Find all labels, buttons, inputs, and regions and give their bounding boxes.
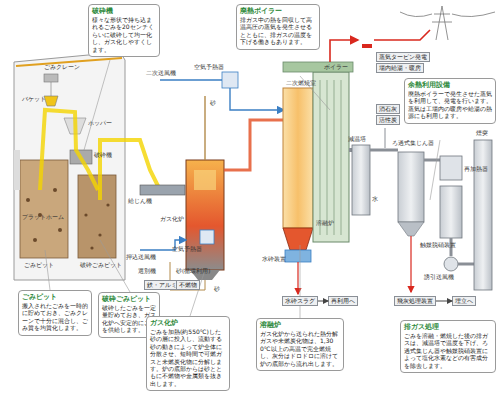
box-label: 消石灰 bbox=[379, 106, 397, 112]
callout-body: ごみを溶融・燃焼した後の排ガスは、減温塔で温度を下げ、ろ過式集じん器や触媒脱硝装… bbox=[404, 332, 492, 369]
callout-heading: 排ガス処理 bbox=[404, 323, 492, 332]
box-label: 活性炭 bbox=[379, 117, 397, 123]
tag-box: 飛灰処理装置 bbox=[394, 296, 436, 306]
tag-box: 鉄・アルミ bbox=[144, 280, 180, 290]
part-label: 煙突 bbox=[476, 130, 488, 137]
part-label: 給じん機 bbox=[128, 198, 152, 205]
part-label: 選別機 bbox=[138, 268, 156, 275]
part-label: 砂 bbox=[210, 100, 216, 107]
tag-box: 場内給湯・暖房 bbox=[376, 63, 424, 73]
part-label: 空気予熱器 bbox=[194, 64, 224, 71]
flow-arrow bbox=[318, 301, 328, 302]
callout-heading: 破砕機 bbox=[92, 7, 156, 16]
callout-body: 搬入されたごみを一時的に貯めておき、ごみクレーンで十分に混合し、ごみ質を均質化し… bbox=[22, 302, 88, 332]
callout-heading: 破砕ごみピット bbox=[102, 295, 156, 304]
part-label: 砂 bbox=[214, 286, 220, 293]
box-label: 場内給湯・暖房 bbox=[379, 65, 421, 71]
tag-box: 消石灰 bbox=[376, 104, 400, 114]
part-label: 触媒脱硝装置 bbox=[420, 242, 456, 249]
callout-box: 破砕機様々な形状で持ち込まれるごみを20センチくらいに破砕して均一化し、ガス化し… bbox=[88, 4, 160, 57]
tag-box: 埋立へ bbox=[452, 296, 476, 306]
part-label: 砂(循環利用) bbox=[176, 268, 210, 275]
callout-box: ガス化炉ごみを加熱(約550℃)した砂の層に投入し、流動する砂の動きによって炉全… bbox=[146, 316, 230, 391]
tag-box: 水砕スラグ bbox=[282, 296, 318, 306]
part-label: 再加熱器 bbox=[464, 166, 488, 173]
tag-box: 不燃物 bbox=[176, 280, 200, 290]
part-label: 溶融炉 bbox=[316, 220, 334, 227]
callout-body: 様々な形状で持ち込まれるごみを20センチくらいに破砕して均一化し、ガス化しやすく… bbox=[92, 16, 156, 53]
callout-body: 排ガス中の熱を回収して高温高圧の蒸気を発生させるとともに、排ガスの温度を下げる働… bbox=[240, 16, 316, 46]
box-label: 不燃物 bbox=[179, 282, 197, 288]
part-label: 二次燃焼室 bbox=[286, 80, 316, 87]
callout-heading: 溶融炉 bbox=[260, 321, 340, 330]
part-label: 誘引送風機 bbox=[424, 274, 454, 281]
part-label: 水 bbox=[372, 196, 378, 203]
callout-body: 廃熱ボイラーで発生させた蒸気を利用して、発電を行います。蒸気は工場内の暖房や給湯… bbox=[408, 90, 492, 120]
part-label: プラットホーム bbox=[22, 214, 64, 221]
part-label: 押込送風機 bbox=[126, 254, 156, 261]
part-label: ごみピット bbox=[24, 262, 54, 269]
box-label: 飛灰処理装置 bbox=[397, 298, 433, 304]
box-label: 水砕スラグ bbox=[285, 298, 315, 304]
part-label: ガス化炉 bbox=[160, 216, 184, 223]
flow-arrow bbox=[436, 301, 452, 302]
part-label: ごみクレーン bbox=[44, 64, 80, 71]
callout-heading: ごみピット bbox=[22, 293, 88, 302]
box-label: 埋立へ bbox=[455, 298, 473, 304]
tag-box: 蒸気タービン発電 bbox=[376, 52, 430, 62]
section-label: 余熱利用 bbox=[362, 44, 372, 48]
callout-heading: 廃熱ボイラー bbox=[240, 7, 316, 16]
box-label: 再利用へ bbox=[331, 298, 355, 304]
callout-box: 溶融炉ガス化炉から送られた熱分解ガスや未燃炭化物は、1,300℃以上の高温で完全… bbox=[256, 318, 344, 371]
part-label: 減温塔 bbox=[348, 136, 366, 143]
part-label: 破砕機 bbox=[94, 152, 112, 159]
box-label: 蒸気タービン発電 bbox=[379, 54, 427, 60]
callout-heading: ガス化炉 bbox=[150, 319, 226, 328]
part-label: バケット bbox=[22, 96, 46, 103]
part-label: 破砕ごみピット bbox=[80, 262, 122, 269]
callout-body: ごみを加熱(約550℃)した砂の層に投入し、流動する砂の動きによって炉全体に分散… bbox=[150, 328, 226, 387]
callout-box: 余熱利用設備廃熱ボイラーで発生させた蒸気を利用して、発電を行います。蒸気は工場内… bbox=[404, 78, 496, 124]
callout-heading: 余熱利用設備 bbox=[408, 81, 492, 90]
part-label: 水砕装置 bbox=[262, 256, 286, 263]
callout-box: 排ガス処理ごみを溶融・燃焼した後の排ガスは、減温塔で温度を下げ、ろ過式集じん器や… bbox=[400, 320, 496, 373]
part-label: 二次送風機 bbox=[146, 70, 176, 77]
tag-box: 再利用へ bbox=[328, 296, 358, 306]
part-label: ろ過式集じん器 bbox=[392, 140, 434, 147]
tag-box: 活性炭 bbox=[376, 115, 400, 125]
callout-box: ごみピット搬入されたごみを一時的に貯めておき、ごみクレーンで十分に混合し、ごみ質… bbox=[18, 290, 92, 336]
callout-box: 廃熱ボイラー排ガス中の熱を回収して高温高圧の蒸気を発生させるとともに、排ガスの温… bbox=[236, 4, 320, 50]
callout-body: ガス化炉から送られた熱分解ガスや未燃炭化物は、1,300℃以上の高温で完全燃焼し… bbox=[260, 330, 340, 367]
box-label: 鉄・アルミ bbox=[147, 282, 177, 288]
part-label: ホッパー bbox=[88, 120, 112, 127]
part-label: ボイラー bbox=[324, 64, 348, 71]
part-label: 空気予熱器 bbox=[172, 246, 202, 253]
